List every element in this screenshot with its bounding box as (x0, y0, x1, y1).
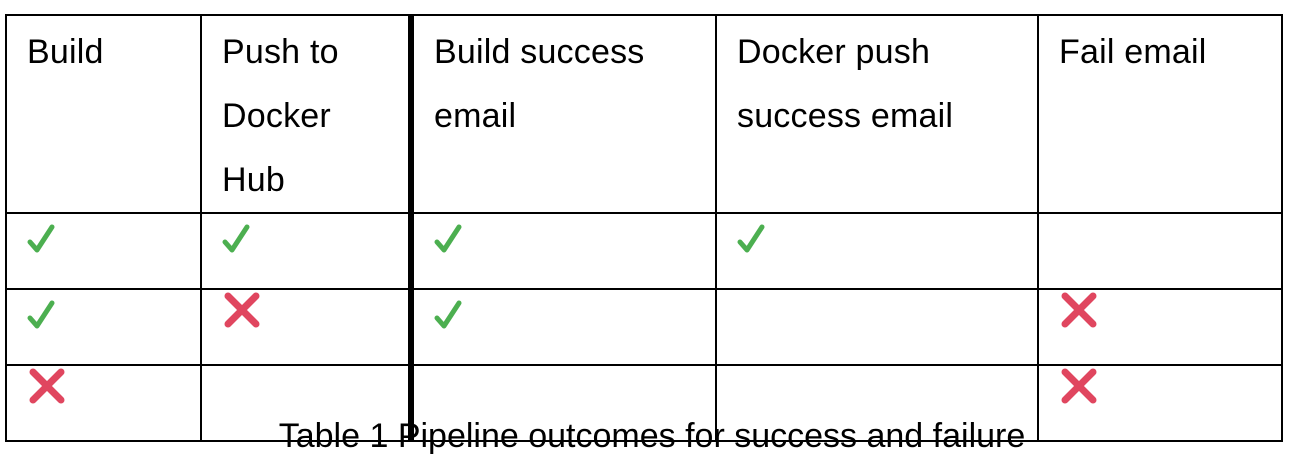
check-icon (27, 300, 55, 329)
table-row (5, 212, 1283, 290)
table-cell (408, 364, 717, 442)
check-icon (434, 224, 462, 253)
table-row (5, 288, 1283, 366)
table-cell (715, 364, 1039, 442)
header-text-build-success-email: Build success email (434, 33, 645, 135)
cross-icon (1061, 368, 1097, 404)
table-cell (200, 212, 412, 290)
table-cell (715, 212, 1039, 290)
cross-icon (1061, 292, 1097, 328)
table-cell (5, 364, 202, 442)
table-caption: Table 1 Pipeline outcomes for success an… (278, 417, 1026, 455)
table-cell (408, 288, 717, 366)
header-cell-push-to-docker-hub: Push to Docker Hub (200, 14, 412, 214)
table-cell (200, 288, 412, 366)
header-cell-docker-push-success-email: Docker push success email (715, 14, 1039, 214)
table-cell (5, 288, 202, 366)
header-cell-build: Build (5, 14, 202, 214)
header-cell-build-success-email: Build success email (408, 14, 717, 214)
check-icon (737, 224, 765, 253)
table-cell (408, 212, 717, 290)
table-cell (1037, 288, 1283, 366)
header-text-fail-email: Fail email (1059, 33, 1207, 71)
header-cell-fail-email: Fail email (1037, 14, 1283, 214)
table-cell (5, 212, 202, 290)
table-header-row: Build Push to Docker Hub Build success e… (5, 14, 1283, 214)
header-text-docker-push-success-email: Docker push success email (737, 33, 954, 135)
header-text-push-to-docker-hub: Push to Docker Hub (222, 33, 339, 199)
check-icon (434, 300, 462, 329)
table-body (5, 212, 1283, 442)
check-icon (222, 224, 250, 253)
cross-icon (224, 292, 260, 328)
table-cell (1037, 212, 1283, 290)
cross-icon (29, 368, 65, 404)
table-row (5, 364, 1283, 442)
table-cell (200, 364, 412, 442)
results-table: Build Push to Docker Hub Build success e… (5, 14, 1283, 442)
table-cell (715, 288, 1039, 366)
header-text-build: Build (27, 33, 104, 71)
check-icon (27, 224, 55, 253)
